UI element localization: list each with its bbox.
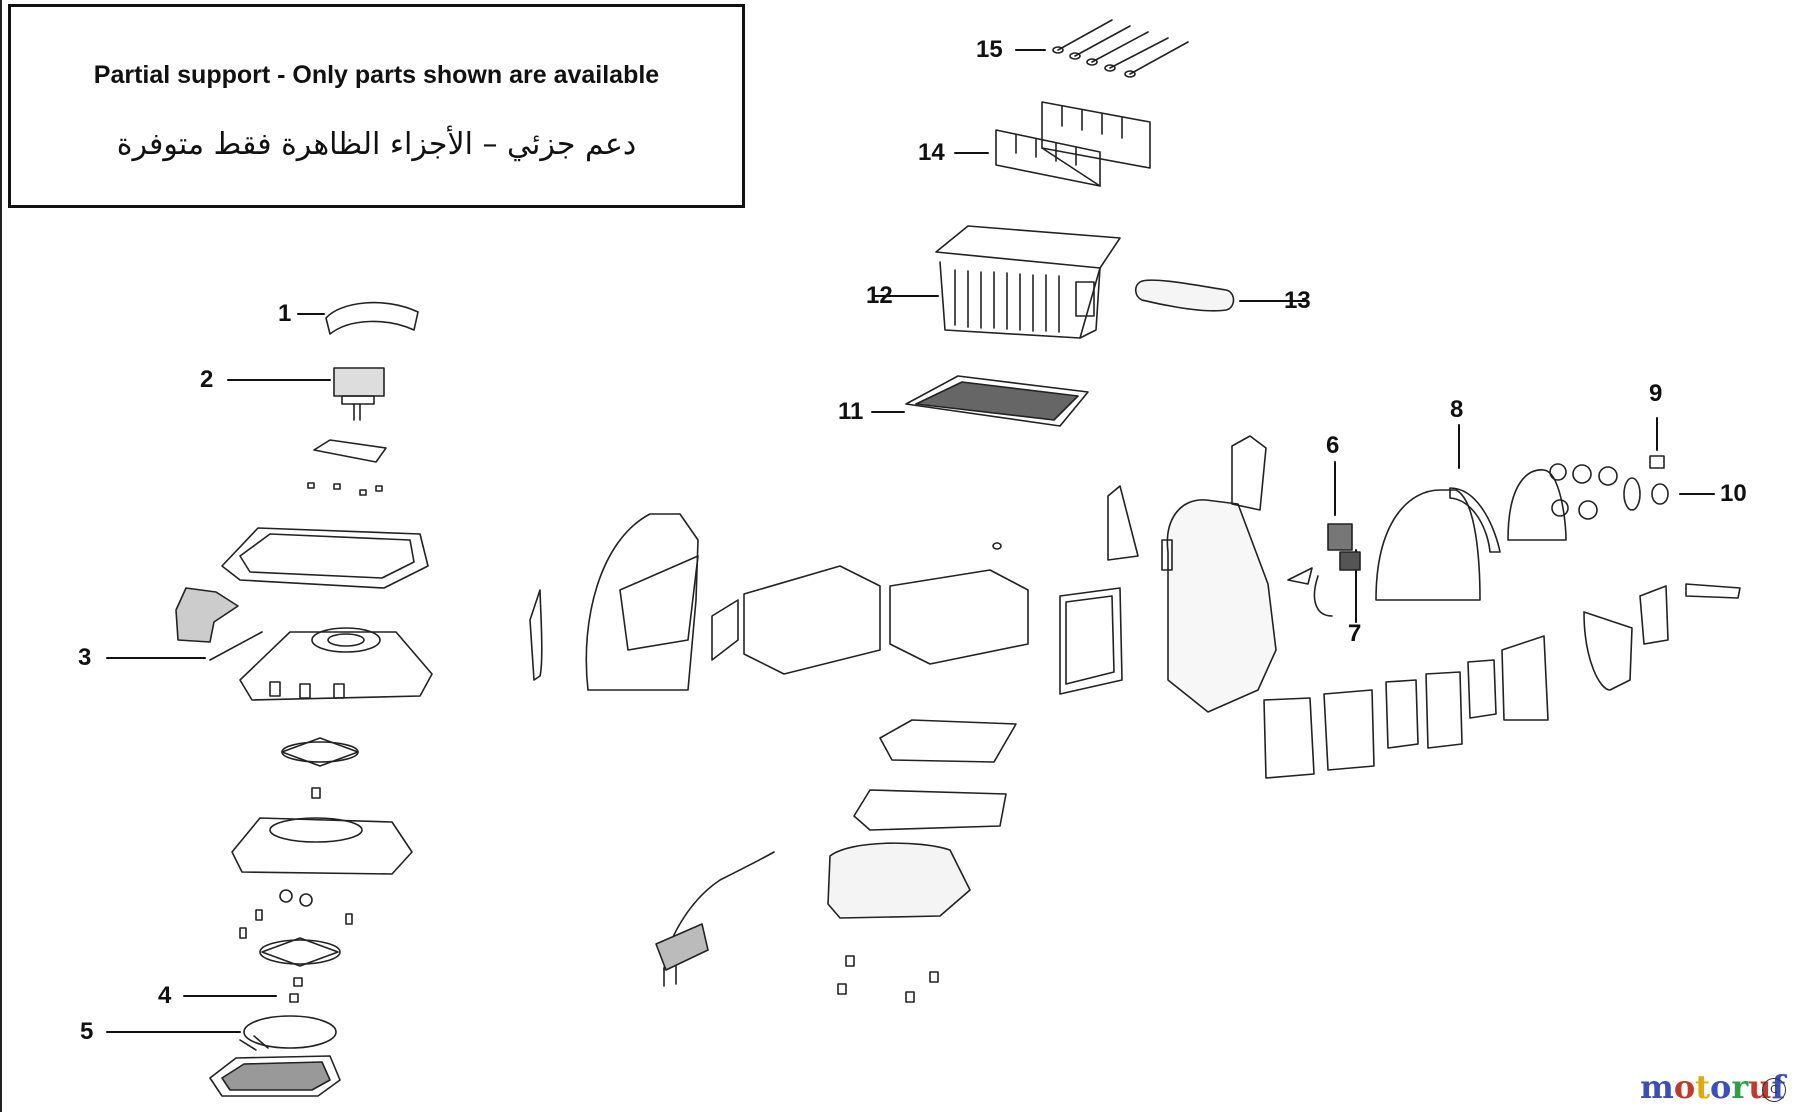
left-border [0, 0, 2, 1112]
callout-4: 4 [158, 982, 172, 1009]
svg-text:motoruf: motoruf [1640, 1068, 1787, 1106]
watermark-letter: m [1640, 1068, 1674, 1106]
callout-10: 10 [1720, 480, 1747, 507]
callout-15: 15 [976, 36, 1003, 63]
watermark-letter: o [1710, 1068, 1731, 1106]
callout-11: 11 [838, 398, 864, 425]
callout-7: 7 [1348, 620, 1362, 647]
watermark-suffix-badge: C [1762, 1078, 1786, 1102]
callout-14: 14 [918, 139, 945, 166]
part-12-basket [935, 225, 1121, 339]
part-2-thermostat [333, 367, 385, 421]
part-7-lamp [1287, 551, 1361, 617]
left-stack-components [175, 439, 433, 1003]
watermark-letter: r [1731, 1068, 1749, 1106]
main-body-shell [1161, 435, 1277, 713]
callout-12: 12 [866, 282, 893, 309]
part-13-handle [1134, 279, 1235, 312]
leader-lines [106, 49, 1715, 1033]
callout-9: 9 [1649, 380, 1663, 407]
callout-13: 13 [1284, 287, 1311, 314]
part-8-trim-arch [1375, 487, 1501, 601]
callout-1: 1 [278, 300, 292, 327]
callout-5: 5 [80, 1018, 94, 1045]
central-housing-parts [529, 485, 1139, 695]
callout-3: 3 [78, 644, 92, 671]
part-11-grill-tray [905, 375, 1089, 427]
watermark-letter: o [1674, 1068, 1695, 1106]
part-1-top-cap [325, 301, 419, 335]
notice-arabic-text: دعم جزئي – الأجزاء الظاهرة فقط متوفرة [116, 127, 637, 162]
watermark-letter: t [1695, 1068, 1710, 1106]
part-5-heating-ring [239, 1015, 337, 1051]
callout-6: 6 [1326, 432, 1340, 459]
notice-english-text: Partial support - Only parts shown are a… [93, 61, 660, 89]
base-grill [209, 1055, 341, 1097]
part-9-knob [1649, 455, 1665, 469]
control-panel-knobs [1507, 463, 1641, 541]
part-15-skewers [1052, 19, 1189, 78]
lower-center-parts [655, 719, 1017, 1003]
part-6-switch [1327, 523, 1353, 551]
part-14-divider-insert [995, 101, 1151, 187]
part-10-knob-ring [1651, 483, 1669, 505]
availability-notice-box: Partial support - Only parts shown are a… [8, 4, 745, 208]
callout-2: 2 [200, 366, 214, 393]
callout-8: 8 [1450, 396, 1464, 423]
front-lower-pieces [1263, 583, 1741, 779]
watermark-logo: motoruf [1640, 1068, 1787, 1106]
